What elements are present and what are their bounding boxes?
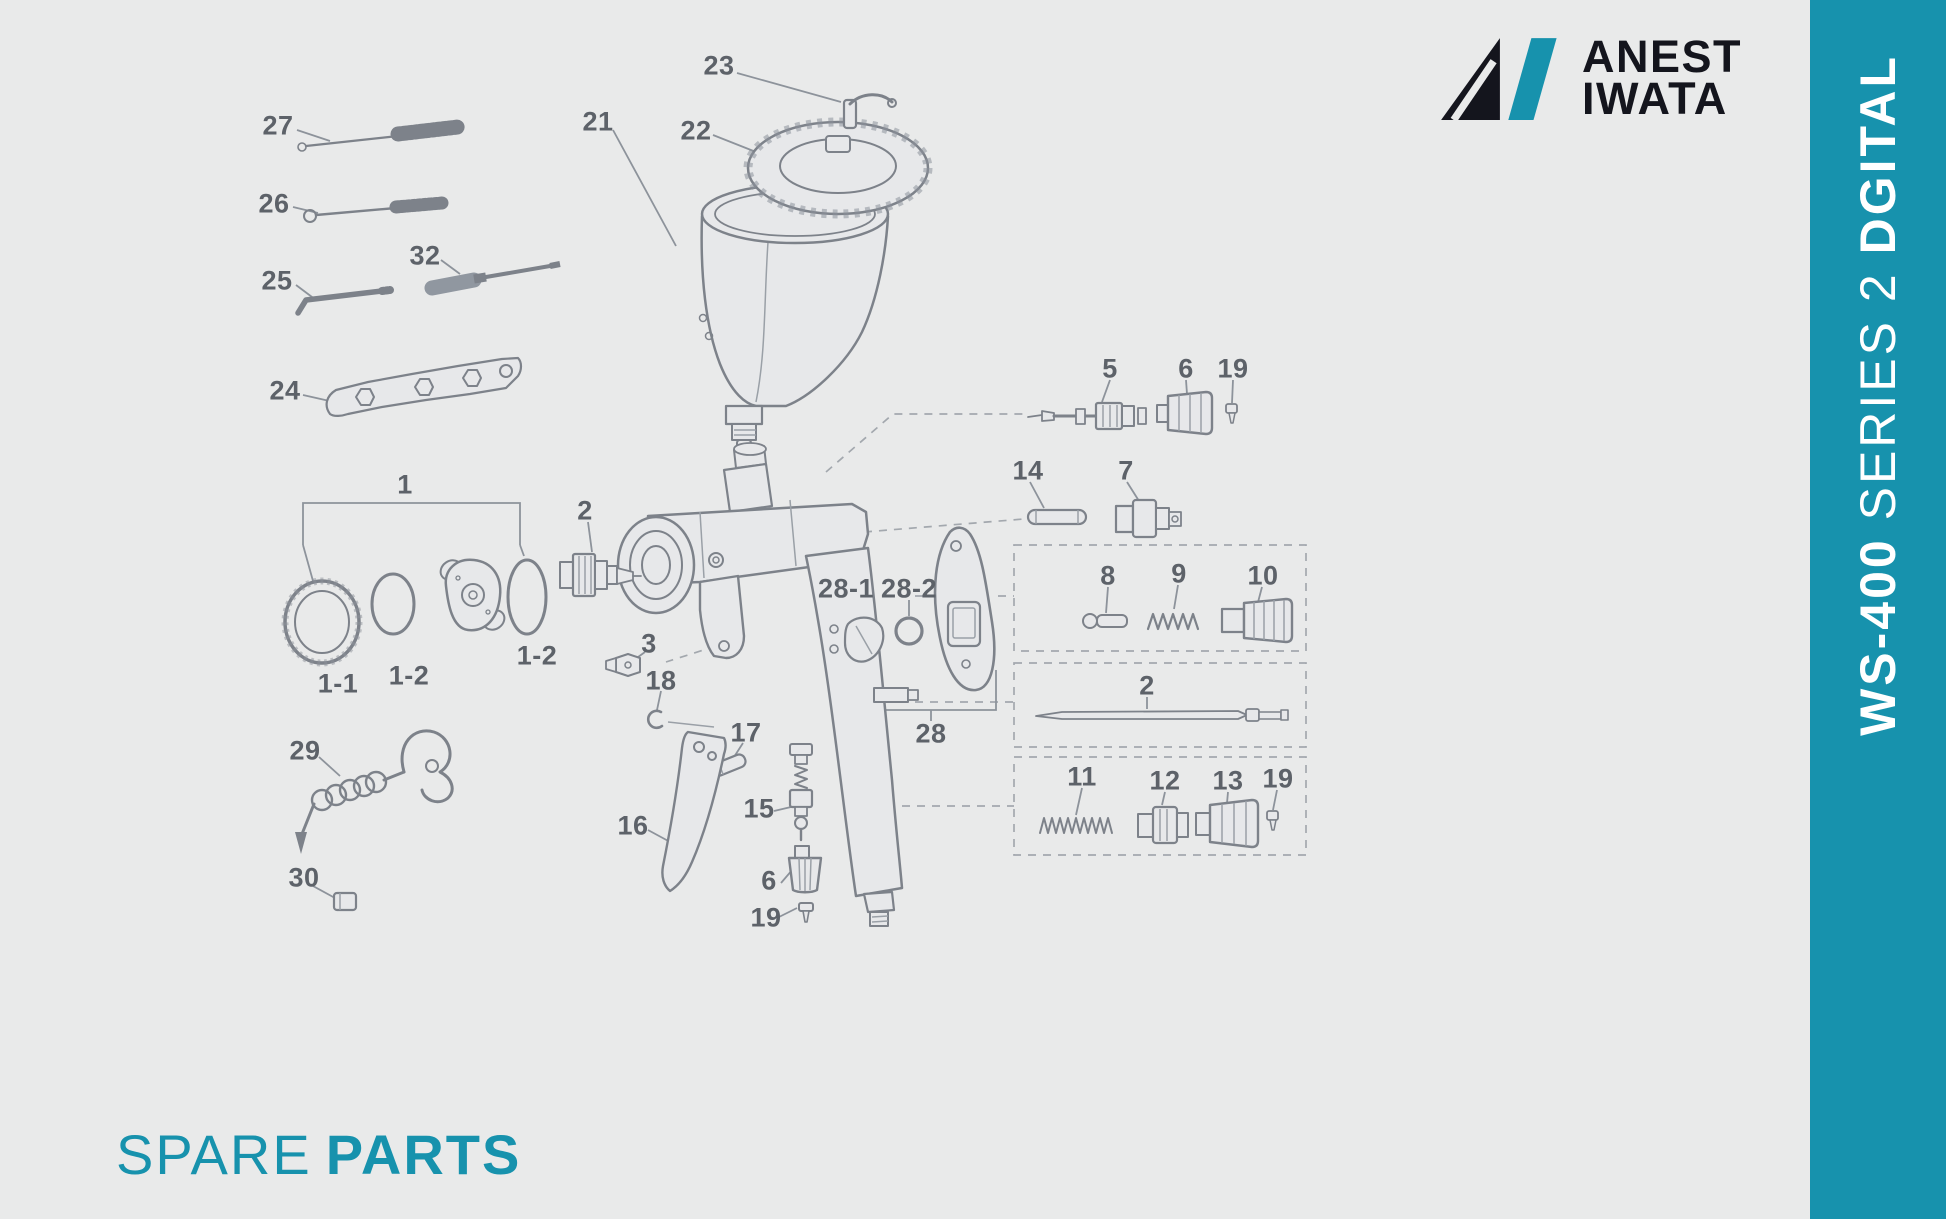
part-label-13: 13	[1212, 765, 1244, 796]
part-label-15: 15	[743, 793, 775, 824]
brand-name-line2: IWATA	[1582, 73, 1728, 125]
part-30-cap	[332, 891, 358, 912]
part-2-fluid-nozzle	[559, 552, 642, 598]
part-28-digital-gauge	[933, 526, 996, 692]
model-name: WS-400	[1850, 537, 1906, 736]
part-label-14: 14	[1012, 455, 1044, 486]
part-8-valve-seat	[1082, 613, 1128, 629]
part-label-32: 32	[409, 240, 441, 271]
part-label-25: 25	[261, 265, 293, 296]
part-label-2-nozzle: 2	[577, 495, 593, 526]
part-label-24: 24	[269, 375, 301, 406]
part-label-2-needle: 2	[1139, 670, 1155, 701]
part-26-nozzle-brush	[303, 196, 449, 223]
part-label-28-2: 28-2	[880, 573, 938, 604]
part-28-2-o-ring	[894, 616, 924, 646]
part-6-valve-knob	[787, 845, 823, 894]
part-label-19-top: 19	[1217, 353, 1249, 384]
part-14-joint-tube	[1026, 508, 1088, 526]
part-label-8: 8	[1100, 560, 1116, 591]
part-label-9: 9	[1171, 558, 1187, 589]
part-label-1-2a: 1-2	[388, 660, 430, 691]
part-24-multi-wrench	[325, 356, 523, 417]
anest-iwata-logo-mark	[1441, 38, 1557, 121]
part-label-21: 21	[582, 106, 614, 137]
part-1-2-o-ring-rear	[506, 558, 548, 636]
part-6-knob-top	[1156, 390, 1214, 436]
part-16-trigger	[661, 730, 727, 893]
part-23-vent-cap	[842, 93, 897, 130]
part-label-16: 16	[617, 810, 649, 841]
part-label-23: 23	[703, 50, 735, 81]
brand-name-line1: ANEST	[1582, 31, 1743, 82]
model-banner: WS-400 SERIES 2 DGITAL	[1810, 0, 1946, 1219]
part-label-28-1: 28-1	[817, 573, 875, 604]
part-27-tip-brush	[297, 119, 466, 152]
part-label-12: 12	[1149, 765, 1181, 796]
model-series: SERIES 2	[1850, 271, 1906, 521]
brand-name: ANEST IWATA	[1582, 31, 1743, 125]
model-edition: DGITAL	[1850, 54, 1906, 255]
part-label-19-valve: 19	[750, 902, 782, 933]
part-29-gun-hanger	[295, 729, 454, 854]
page-title-word2: PARTS	[325, 1123, 522, 1186]
page-title-word1: SPARE	[116, 1123, 312, 1186]
part-label-7: 7	[1118, 455, 1134, 486]
part-label-6-valve: 6	[761, 865, 777, 896]
part-1-1-retaining-ring	[281, 577, 363, 667]
part-label-29: 29	[289, 735, 321, 766]
part-label-1: 1	[397, 469, 413, 500]
part-label-26: 26	[258, 188, 290, 219]
part-label-11: 11	[1067, 761, 1097, 792]
part-1-air-cap	[439, 558, 506, 632]
part-gun-body	[616, 442, 919, 927]
part-7-valve-assembly	[1114, 498, 1182, 539]
part-label-18: 18	[645, 665, 677, 696]
part-label-19-bottom: 19	[1262, 763, 1294, 794]
part-5-needle-packing-set	[1027, 401, 1147, 431]
part-label-28: 28	[915, 718, 947, 749]
part-label-30: 30	[288, 862, 320, 893]
part-13-needle-knob	[1195, 798, 1260, 849]
part-label-27: 27	[262, 110, 294, 141]
part-32-screwdriver	[424, 261, 561, 296]
part-label-1-2b: 1-2	[516, 640, 558, 671]
part-15-air-valve	[788, 743, 814, 842]
part-label-5: 5	[1102, 353, 1118, 384]
part-19-screw-bottom	[1266, 810, 1279, 831]
part-1-2-o-ring-front	[370, 572, 416, 636]
part-label-1-1: 1-1	[317, 668, 359, 699]
brand-logo: ANEST IWATA	[1438, 31, 1743, 125]
part-label-22: 22	[680, 115, 712, 146]
part-label-6-top: 6	[1178, 353, 1194, 384]
part-10-pattern-knob	[1220, 597, 1294, 644]
part-label-3: 3	[641, 628, 657, 659]
part-19-valve-screw	[798, 902, 814, 923]
part-label-17: 17	[730, 717, 762, 748]
part-11-needle-spring	[1039, 817, 1113, 834]
part-9-spring	[1146, 612, 1200, 631]
part-12-spring-seat	[1137, 805, 1189, 845]
part-2-fluid-needle	[1035, 708, 1289, 722]
model-banner-text: WS-400 SERIES 2 DGITAL	[1849, 54, 1907, 736]
part-22-cup-lid	[743, 117, 933, 219]
part-19-screw-top	[1225, 403, 1238, 424]
part-28-1-cover	[829, 616, 885, 663]
part-label-10: 10	[1247, 560, 1279, 591]
part-18-clip	[646, 709, 715, 730]
part-25-hex-wrench	[295, 286, 394, 316]
part-3-fitting	[605, 653, 641, 677]
leader-lines	[292, 72, 1278, 918]
